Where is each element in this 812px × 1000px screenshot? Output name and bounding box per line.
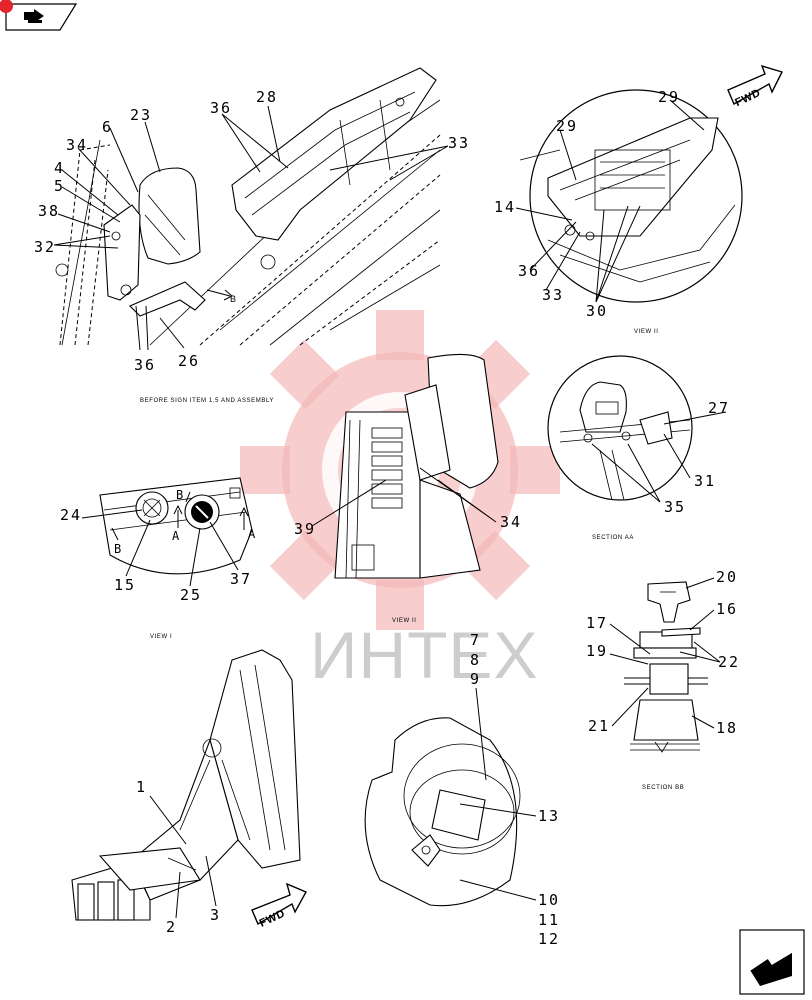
callout-9: 9	[470, 670, 481, 688]
red-dot-icon	[0, 0, 13, 13]
callout-17: 17	[586, 614, 608, 632]
callout-19: 19	[586, 642, 608, 660]
caption-view-i: VIEW I	[150, 634, 172, 640]
callout-25: 25	[180, 586, 202, 604]
callout-24: 24	[60, 506, 82, 524]
next-page-button[interactable]	[739, 929, 805, 995]
previous-page-button[interactable]	[0, 0, 78, 31]
caption-view-ii: VIEW II	[392, 618, 417, 624]
callout-33-top: 33	[448, 134, 470, 152]
section-aa-detail	[547, 355, 693, 501]
callout-36-top: 36	[210, 99, 232, 117]
callout-18: 18	[716, 719, 738, 737]
callout-35: 35	[664, 498, 686, 516]
callouts: 23 6 34 4 5 38 32 36 26 36 28 33 29 29 1…	[34, 88, 740, 948]
caption-before-sign: BEFORE SIGN ITEM 1.5 AND ASSEMBLY	[140, 398, 274, 404]
callout-21: 21	[588, 717, 610, 735]
callout-16: 16	[716, 600, 738, 618]
callout-34: 34	[66, 136, 88, 154]
callout-4: 4	[54, 159, 65, 177]
callout-7: 7	[470, 631, 481, 649]
callout-39: 39	[294, 520, 316, 538]
caption-section-aa: SECTION AA	[592, 535, 634, 541]
callout-22: 22	[718, 653, 740, 671]
view-i-detail: A A B B	[99, 477, 257, 575]
view-iii-marker: B	[230, 294, 237, 304]
marker-b-top: B	[176, 488, 185, 502]
callout-27: 27	[708, 399, 730, 417]
callout-36-right: 36	[518, 262, 540, 280]
upper-left-assembly: B	[55, 67, 441, 346]
duct-assembly	[71, 649, 301, 921]
callout-38: 38	[38, 202, 60, 220]
callout-11: 11	[538, 911, 560, 929]
callout-5: 5	[54, 177, 65, 195]
callout-15: 15	[114, 576, 136, 594]
callout-14: 14	[494, 198, 516, 216]
callout-29-left: 29	[556, 117, 578, 135]
callout-2: 2	[166, 918, 177, 936]
callout-1: 1	[136, 778, 147, 796]
callout-30: 30	[586, 302, 608, 320]
marker-a-right: A	[248, 527, 257, 541]
center-console	[334, 353, 499, 579]
callout-23: 23	[130, 106, 152, 124]
callout-29-right: 29	[658, 88, 680, 106]
fwd-arrow-bottom: FWD	[251, 882, 307, 930]
callout-36-left: 36	[134, 356, 156, 374]
watermark-text: ИНТЕХ	[310, 618, 538, 692]
callout-26: 26	[178, 352, 200, 370]
callout-32: 32	[34, 238, 56, 256]
callout-6: 6	[102, 118, 113, 136]
marker-a-left: A	[172, 529, 181, 543]
section-bb-detail	[624, 581, 708, 753]
caption-view-ii-top: VIEW II	[634, 329, 659, 335]
callout-31: 31	[694, 472, 716, 490]
view-ii-detail	[519, 89, 743, 303]
callout-3: 3	[210, 906, 221, 924]
callout-34-right: 34	[500, 513, 522, 531]
callout-13: 13	[538, 807, 560, 825]
view-captions: BEFORE SIGN ITEM 1.5 AND ASSEMBLY VIEW I…	[140, 329, 684, 791]
callout-37: 37	[230, 570, 252, 588]
caption-section-bb: SECTION BB	[642, 785, 684, 791]
marker-b-left: B	[114, 542, 123, 556]
callout-12: 12	[538, 930, 560, 948]
previous-page-icon	[24, 9, 44, 23]
fwd-arrow-top: FWD	[727, 64, 783, 109]
callout-8: 8	[470, 651, 481, 669]
callout-28: 28	[256, 88, 278, 106]
callout-33-right: 33	[542, 286, 564, 304]
next-page-icon	[749, 951, 793, 986]
callout-10: 10	[538, 891, 560, 909]
callout-20: 20	[716, 568, 738, 586]
leader-lines	[53, 99, 727, 919]
cover-assembly	[364, 717, 521, 907]
